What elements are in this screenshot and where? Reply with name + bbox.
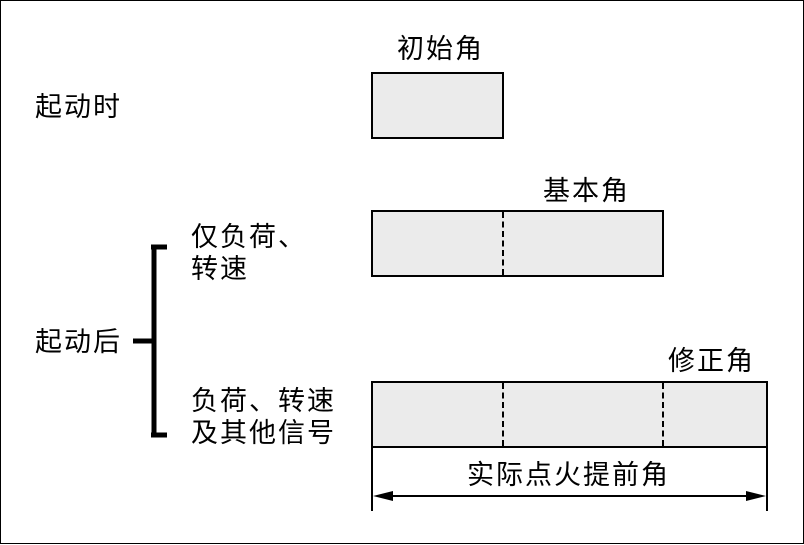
initial-angle-label: 初始角 [397, 34, 484, 65]
actual-advance-angle-label: 实际点火提前角 [467, 460, 670, 491]
dimension-extension-lines [371, 448, 768, 511]
actual-bar-divider-initial [502, 383, 504, 446]
condition-load-speed-line1: 仅负荷、 [191, 222, 307, 253]
condition-load-speed-line2: 转速 [191, 254, 249, 285]
base-angle-label: 基本角 [543, 176, 630, 207]
initial-angle-bar [371, 72, 504, 139]
actual-angle-bar [371, 381, 768, 448]
correction-angle-label: 修正角 [668, 346, 755, 377]
actual-bar-divider-base [662, 383, 664, 446]
left-arrow-icon [373, 491, 393, 501]
right-arrow-icon [746, 491, 766, 501]
after-startup-bracket [133, 244, 167, 438]
stage-after-startup-label: 起动后 [35, 327, 122, 358]
base-angle-bar [371, 210, 664, 277]
base-angle-divider [502, 212, 504, 275]
condition-all-signals-line1: 负荷、转速 [191, 386, 336, 417]
condition-all-signals-line2: 及其他信号 [191, 418, 336, 449]
stage-startup-label: 起动时 [35, 92, 122, 123]
